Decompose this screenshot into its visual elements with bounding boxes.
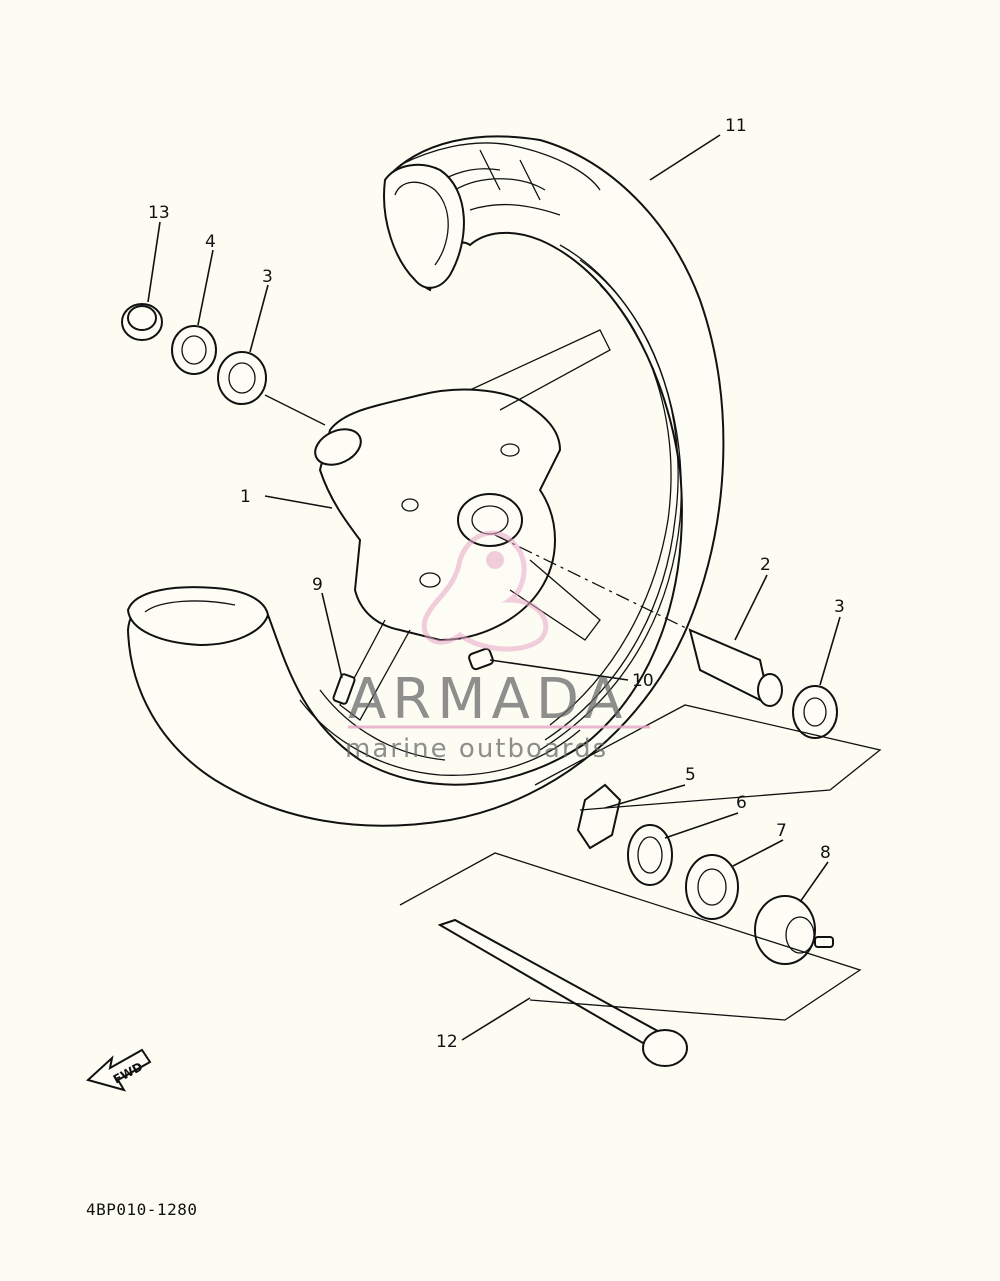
seal-part xyxy=(627,824,673,886)
armada-watermark: ARMADA marine outboards xyxy=(345,530,650,764)
callout-6: 6 xyxy=(736,793,747,813)
callout-9: 9 xyxy=(312,575,323,595)
wheel-hub xyxy=(314,329,611,721)
bearing-upper-part xyxy=(217,351,267,405)
callout-11: 8 xyxy=(820,843,831,863)
callout-5: 5 xyxy=(685,765,696,785)
oil-seal-part xyxy=(171,325,217,375)
watermark-title: ARMADA xyxy=(348,667,628,732)
diagram-code: 4BP010-1280 xyxy=(86,1200,198,1219)
air-valve xyxy=(332,673,356,705)
bearing-lower-part xyxy=(792,685,838,739)
callout-2: 2 xyxy=(760,555,771,575)
callout-12: 12 xyxy=(436,1032,458,1052)
callout-8: 11 xyxy=(725,116,747,136)
callout-3-lower: 3 xyxy=(834,597,845,617)
meter-gear-unit-part xyxy=(754,895,834,965)
callout-13: 13 xyxy=(148,203,170,223)
leader-lines xyxy=(147,134,841,1041)
assembly-guide-lines xyxy=(264,394,882,1021)
callout-labels: 11 13 4 3 1 2 3 9 10 5 6 7 8 12 xyxy=(148,116,845,1052)
collar-part xyxy=(121,303,163,341)
axle-part xyxy=(437,918,688,1067)
meter-clutch-part xyxy=(576,783,622,850)
callout-7: 7 xyxy=(776,821,787,841)
seal-7-part xyxy=(685,854,739,920)
callout-1: 1 xyxy=(240,487,251,507)
fwd-arrow-icon: FWD xyxy=(85,1048,152,1092)
watermark-subtitle: marine outboards xyxy=(345,734,608,764)
callout-10: 10 xyxy=(632,671,654,691)
callout-4: 4 xyxy=(205,232,216,252)
callout-3-upper: 3 xyxy=(262,267,273,287)
balance-weight xyxy=(468,647,494,671)
watermark-logo xyxy=(421,530,549,652)
tire-outline xyxy=(126,135,725,827)
spacer-part xyxy=(688,628,783,707)
